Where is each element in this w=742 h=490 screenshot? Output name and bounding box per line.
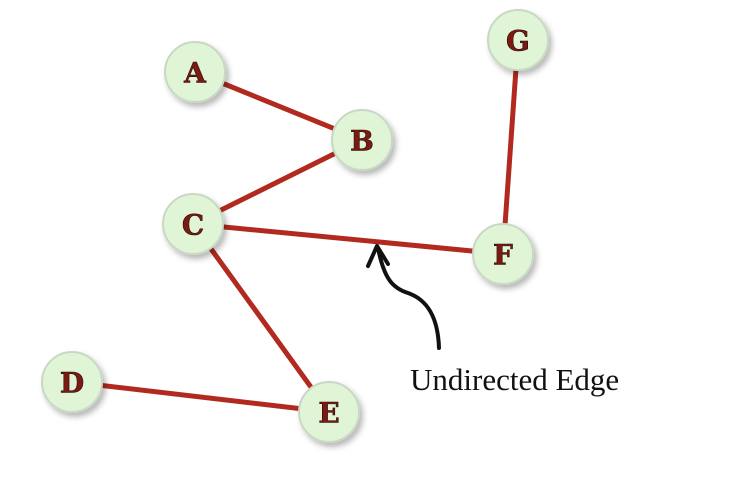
node-f: F — [472, 223, 534, 285]
edges-layer — [69, 37, 521, 415]
annotation-pointer-arrow — [376, 246, 441, 350]
node-c: C — [162, 193, 224, 255]
edge-c-f — [190, 221, 506, 257]
node-circle — [164, 41, 226, 103]
node-label: A — [183, 57, 207, 90]
edge-d-e — [69, 379, 332, 415]
node-circle — [41, 351, 103, 413]
edge-b-c — [190, 137, 365, 227]
node-label: B — [350, 125, 374, 158]
edge-f-g — [500, 37, 521, 257]
node-d: D — [41, 351, 103, 413]
node-e: E — [298, 381, 360, 443]
node-b: B — [331, 109, 393, 171]
node-label: E — [318, 397, 339, 430]
node-label: C — [182, 209, 204, 242]
edge-c-e — [190, 221, 332, 415]
node-label: F — [493, 239, 513, 272]
node-g: G — [487, 9, 549, 71]
node-circle — [487, 9, 549, 71]
nodes-layer: A B C D E F G — [41, 9, 549, 443]
node-label: G — [506, 25, 530, 58]
annotation: Undirected Edge — [366, 244, 619, 397]
node-a: A — [164, 41, 226, 103]
node-circle — [298, 381, 360, 443]
annotation-label: Undirected Edge — [410, 362, 619, 397]
node-circle — [472, 223, 534, 285]
node-circle — [331, 109, 393, 171]
annotation-pointer-arrowhead — [366, 244, 390, 268]
node-label: D — [60, 367, 84, 400]
node-circle — [162, 193, 224, 255]
